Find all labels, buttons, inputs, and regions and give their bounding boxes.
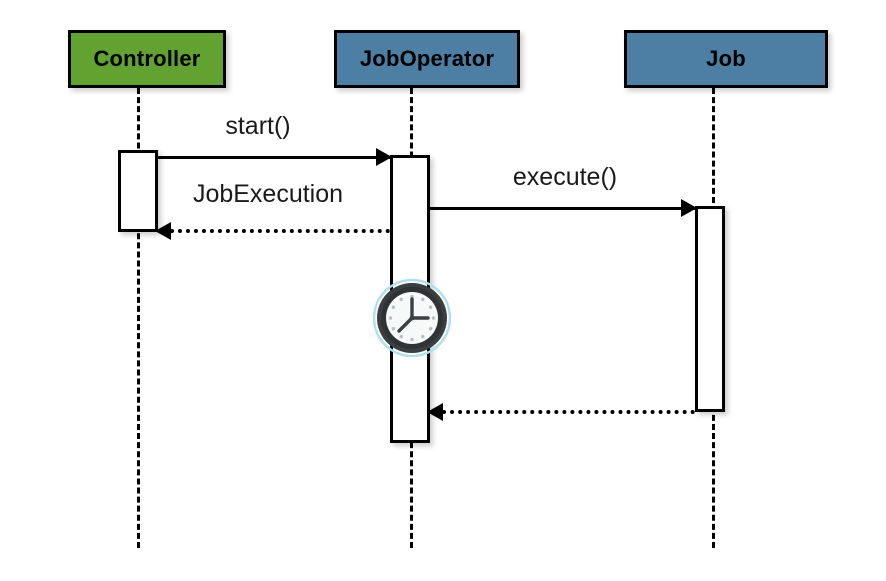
- message-arrowhead-jobexecution: [155, 222, 171, 240]
- message-label-start: start(): [225, 112, 291, 140]
- message-arrowhead-execute: [681, 199, 697, 217]
- activation-bar-controller: [118, 150, 158, 232]
- participant-joboperator-label: JobOperator: [359, 46, 495, 71]
- activation-bar-job: [695, 206, 725, 412]
- participant-job-label: Job: [706, 46, 746, 71]
- clock-icon: [372, 278, 452, 358]
- participant-joboperator[interactable]: JobOperator: [334, 30, 520, 88]
- participant-controller-label: Controller: [93, 46, 201, 71]
- message-line-start: [158, 156, 390, 159]
- participant-controller[interactable]: Controller: [68, 30, 226, 88]
- message-line-execute-return: [434, 410, 695, 414]
- lifeline-controller: [137, 88, 140, 548]
- message-line-jobexecution: [162, 229, 390, 233]
- message-arrowhead-execute-return: [427, 403, 443, 421]
- message-label-jobexecution: JobExecution: [192, 180, 344, 208]
- message-arrowhead-start: [376, 148, 392, 166]
- message-label-execute: execute(): [512, 163, 618, 191]
- participant-job[interactable]: Job: [624, 30, 828, 88]
- message-line-execute: [430, 207, 695, 210]
